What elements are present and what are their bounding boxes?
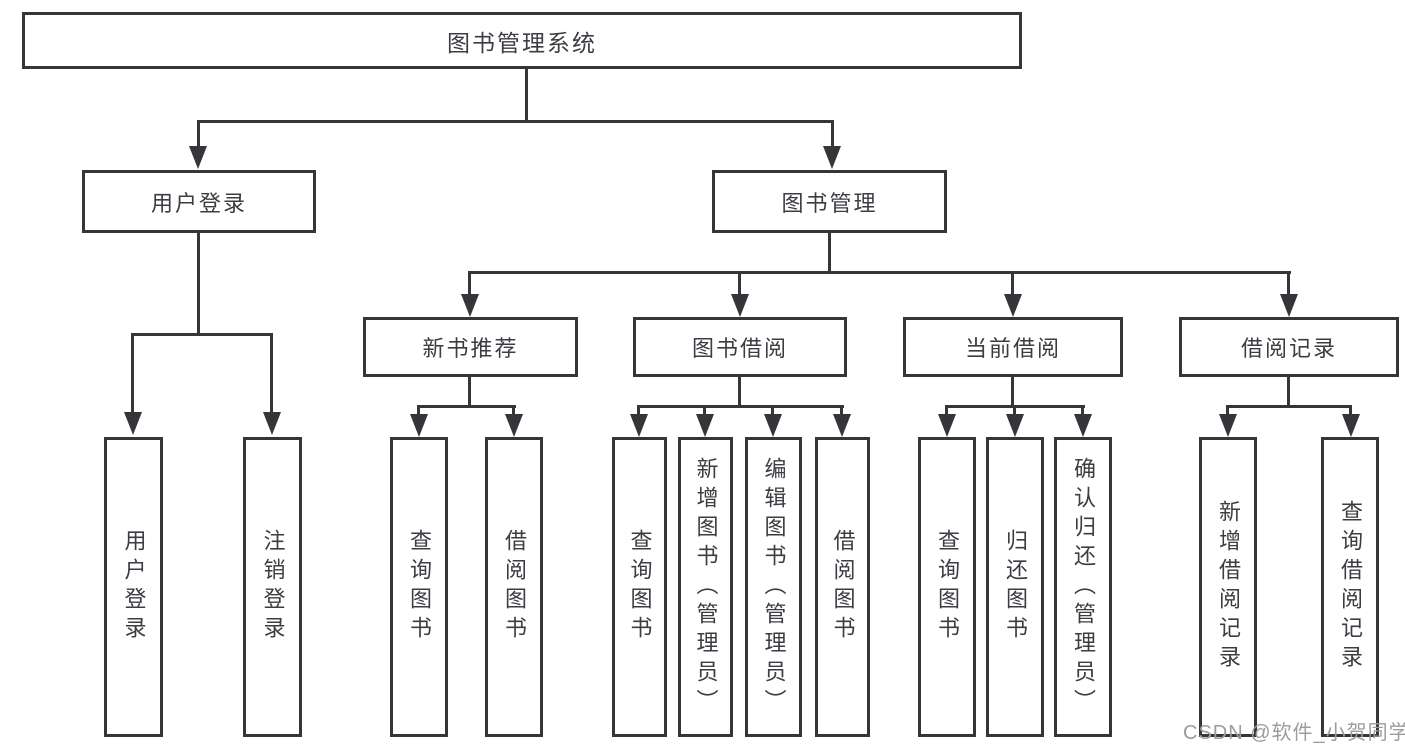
leaf-label: 用户登录 [121,529,147,645]
node-library-management-system: 图书管理系统 [22,12,1022,69]
connector-line [637,405,640,417]
arrow-down-icon [1006,414,1024,437]
arrow-down-icon [410,414,428,437]
arrow-down-icon [696,414,714,437]
connector-line [468,271,471,295]
connector-line [417,405,516,408]
connector-line [131,333,273,336]
leaf-label: 编辑图书（管理员） [761,456,787,718]
connector-line [840,405,843,417]
arrow-down-icon [1280,294,1298,317]
connector-line [1013,405,1016,417]
node-label: 图书借阅 [691,336,788,361]
connector-line [771,405,774,417]
arrow-down-icon [505,414,523,437]
connector-line [1287,377,1290,408]
connector-line [1349,405,1352,417]
arrow-down-icon [189,146,207,169]
leaf-label: 归还图书 [1003,529,1028,645]
arrow-down-icon [833,414,851,437]
leaf-label: 借阅图书 [502,529,527,645]
leaf-logout: 注销登录 [243,437,302,737]
arrow-down-icon [263,412,281,435]
connector-line [1226,405,1229,417]
node-book-management: 图书管理 [712,170,947,233]
leaf-add-book-admin: 新增图书（管理员） [678,437,733,737]
connector-line [945,405,948,417]
csdn-watermark: CSDN @软件_小贺同学 [1183,722,1405,744]
connector-line [197,120,200,148]
node-new-book-recommendation: 新书推荐 [363,317,578,377]
connector-line [1081,405,1084,417]
arrow-down-icon [764,414,782,437]
leaf-add-borrow-record: 新增借阅记录 [1199,437,1257,737]
arrow-down-icon [1342,414,1360,437]
arrow-down-icon [630,414,648,437]
node-book-borrowing: 图书借阅 [633,317,847,377]
node-label: 借阅记录 [1240,336,1337,361]
arrow-down-icon [1219,414,1237,437]
arrow-down-icon [938,414,956,437]
connector-line [469,271,1291,274]
leaf-label: 新增图书（管理员） [693,456,719,718]
leaf-label: 注销登录 [260,529,286,645]
connector-line [197,233,200,336]
leaf-borrow-books-recommend: 借阅图书 [485,437,543,737]
connector-line [738,377,741,408]
connector-line [468,377,471,408]
leaf-user-login: 用户登录 [104,437,163,737]
connector-line [417,405,420,417]
node-label: 图书管理 [781,190,878,216]
leaf-edit-book-admin: 编辑图书（管理员） [745,437,802,737]
arrow-down-icon [823,146,841,169]
node-label: 用户登录 [150,190,247,216]
node-user-login: 用户登录 [82,170,316,233]
leaf-label: 查询图书 [407,529,432,645]
leaf-label: 查询图书 [935,529,960,645]
connector-line [637,405,844,408]
connector-line [1011,271,1014,295]
leaf-return-book: 归还图书 [986,437,1044,737]
connector-line [197,120,834,123]
leaf-label: 新增借阅记录 [1216,500,1241,674]
node-label: 当前借阅 [964,336,1061,361]
node-label: 新书推荐 [422,336,519,361]
leaf-label: 借阅图书 [830,529,856,645]
node-borrowing-records: 借阅记录 [1179,317,1399,377]
node-current-borrowing: 当前借阅 [903,317,1123,377]
connector-line [512,405,515,417]
arrow-down-icon [461,294,479,317]
leaf-query-books-recommend: 查询图书 [390,437,448,737]
connector-line [1287,271,1290,295]
arrow-down-icon [124,412,142,435]
leaf-confirm-return-admin: 确认归还（管理员） [1054,437,1112,737]
connector-line [270,333,273,413]
leaf-query-books-current: 查询图书 [918,437,976,737]
leaf-query-borrow-record: 查询借阅记录 [1321,437,1379,737]
connector-line [1011,377,1014,408]
connector-line [1226,405,1352,408]
arrow-down-icon [731,294,749,317]
connector-line [828,233,831,274]
leaf-query-books-borrowing: 查询图书 [612,437,667,737]
leaf-label: 查询借阅记录 [1338,500,1363,674]
leaf-label: 确认归还（管理员） [1071,456,1096,718]
connector-line [738,271,741,295]
connector-line [525,69,528,122]
arrow-down-icon [1074,414,1092,437]
arrow-down-icon [1004,294,1022,317]
leaf-label: 查询图书 [627,529,653,645]
leaf-borrow-books-borrowing: 借阅图书 [815,437,870,737]
connector-line [831,120,834,148]
connector-line [131,333,134,413]
node-label: 图书管理系统 [447,29,597,56]
connector-line [703,405,706,417]
